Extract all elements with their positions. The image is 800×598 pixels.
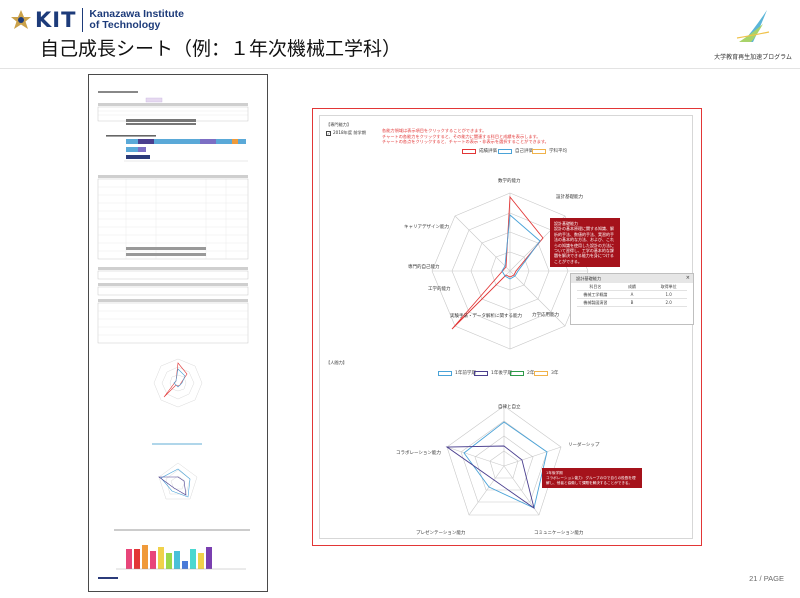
detail-col-grade: 成績 (628, 284, 636, 289)
legend-1st-early-label: 1年前学期 (455, 371, 476, 376)
detail-columns: 科目名 成績 取得単位 (577, 283, 687, 291)
program-caption: 大学教育再生加速プログラム (714, 54, 792, 61)
legend-grade-swatch (462, 148, 476, 154)
page-title: 自己成長シート（例：１年次機械工学科） (40, 38, 402, 60)
instruction-3: チャートの各点をクリックすると、チャートの表示・非表示を選択することができます。 (382, 139, 549, 145)
brand-line1: Kanazawa Institute (89, 8, 184, 20)
section-label-specialty: 【専門能力】 (326, 122, 352, 127)
table-row: 機械工学概論 A 1.0 (577, 291, 687, 299)
growth-chart-panel: 【専門能力】 ✓ 2018年度 前学期 各能力領域は表示項目をクリックすることが… (312, 108, 702, 546)
detail-col-credits: 取得単位 (660, 284, 677, 289)
legend-3rd-label: 3年 (551, 371, 559, 376)
radar2-axis-communication[interactable]: コミュニケーション能力 (534, 531, 584, 536)
legend-self-swatch (498, 148, 512, 154)
radar1-axis-mechanics[interactable]: 力学応用能力 (532, 313, 559, 318)
legend-grade-label: 成績評価 (479, 149, 497, 154)
radar2-axis-leadership[interactable]: リーダーシップ (568, 443, 600, 448)
detail-col-subject: 科目名 (589, 284, 602, 289)
radar2-tooltip: 1年後学期 コラボレーション能力：グループの中で自らの役割を理解し、他者と協働し… (542, 468, 642, 489)
radar1-tooltip-title: 設計基礎能力 (554, 221, 578, 226)
legend-grade[interactable]: 成績評価 (462, 148, 497, 154)
legend-1st-early-swatch (438, 370, 452, 376)
detail-title: 設計基礎能力 (576, 276, 602, 281)
kit-emblem-icon (11, 10, 31, 29)
checkbox-icon[interactable]: ✓ (326, 130, 331, 136)
subject-detail-popup: 設計基礎能力 × 科目名 成績 取得単位 機械工学概論 A 1.0 機械製図演習… (570, 273, 694, 325)
legend-1st-late[interactable]: 1年後学期 (474, 370, 512, 376)
brand-line2: of Technology (89, 19, 161, 31)
close-icon[interactable]: × (685, 275, 690, 281)
legend-1st-early[interactable]: 1年前学期 (438, 370, 476, 376)
legend-dept-avg[interactable]: 学科平均 (532, 148, 567, 154)
radar1-tooltip: 設計基礎能力 設計の基本原理に関する知識、解析的手法、数値的手法、実習的手法の基… (550, 218, 620, 268)
specialty-radar-chart[interactable] (420, 176, 600, 366)
table-row: 機械製図演習 B 2.0 (577, 299, 687, 307)
detail-cell: 1.0 (665, 292, 672, 297)
legend-dept-avg-swatch (532, 148, 546, 154)
legend-self-label: 自己評価 (515, 149, 533, 154)
human-skill-radar-chart[interactable] (416, 396, 596, 536)
chart-panel-inner: 【専門能力】 ✓ 2018年度 前学期 各能力領域は表示項目をクリックすることが… (319, 115, 694, 539)
detail-cell: 機械工学概論 (583, 292, 608, 297)
page-number: 21 / PAGE (749, 574, 784, 583)
page-number-suffix: / PAGE (759, 574, 784, 583)
logo-divider (82, 8, 84, 32)
program-emblem-icon (736, 10, 770, 42)
legend-2nd[interactable]: 2年 (510, 370, 534, 376)
legend-1st-late-swatch (474, 370, 488, 376)
legend-1st-late-label: 1年後学期 (491, 371, 512, 376)
radar1-axis-experiment[interactable]: 実験手法・データ解析に関する能力 (450, 314, 522, 319)
program-logo: 大学教育再生加速プログラム (714, 8, 792, 61)
term-checkbox-label: 2018年度 前学期 (333, 130, 366, 135)
radar1-axis-math[interactable]: 数学的能力 (498, 179, 521, 184)
detail-cell: A (630, 292, 634, 297)
kit-logo: KIT Kanazawa Institute of Technology (10, 8, 184, 32)
radar1-axis-engineering[interactable]: 工学的能力 (428, 287, 451, 292)
detail-header: 設計基礎能力 × (571, 274, 693, 283)
legend-3rd[interactable]: 3年 (534, 370, 558, 376)
radar2-tooltip-title: 1年後学期 (546, 471, 563, 475)
radar2-tooltip-body: コラボレーション能力：グループの中で自らの役割を理解し、他者と協働して課題を解決… (546, 475, 636, 485)
radar2-axis-autonomy[interactable]: 自律と自立 (498, 405, 521, 410)
page-number-value: 21 (749, 574, 758, 583)
detail-cell: B (630, 300, 634, 305)
radar1-tooltip-body: 設計の基本原理に関する知識、解析的手法、数値的手法、実習的手法の基本的な方法、お… (554, 226, 614, 264)
legend-2nd-swatch (510, 370, 524, 376)
instruction-2: チャートの各能力をクリックすると、その能力に関連する科目と成績を表示します。 (382, 133, 541, 139)
radar2-axis-collaboration[interactable]: コラボレーション能力 (396, 451, 441, 456)
legend-self[interactable]: 自己評価 (498, 148, 533, 154)
section-label-human: 【人間力】 (326, 360, 347, 365)
header-divider (0, 68, 800, 69)
radar1-axis-design[interactable]: 設計基礎能力 (556, 195, 583, 200)
detail-cell: 2.0 (665, 300, 672, 305)
legend-dept-avg-label: 学科平均 (549, 149, 567, 154)
radar1-axis-specialist[interactable]: 専門的自己能力 (408, 265, 440, 270)
instruction-1: 各能力領域は表示項目をクリックすることができます。 (382, 128, 487, 133)
radar2-axis-presentation[interactable]: プレゼンテーション能力 (416, 531, 466, 536)
self-growth-sheet-thumbnail (88, 74, 268, 592)
radar1-axis-career[interactable]: キャリアデザイン能力 (404, 225, 449, 230)
legend-2nd-label: 2年 (527, 371, 535, 376)
brand-short: KIT (35, 8, 77, 32)
term-checkbox-row[interactable]: ✓ 2018年度 前学期 (326, 130, 366, 136)
detail-cell: 機械製図演習 (583, 300, 608, 305)
legend-3rd-swatch (534, 370, 548, 376)
thumbnail-content (97, 91, 250, 579)
